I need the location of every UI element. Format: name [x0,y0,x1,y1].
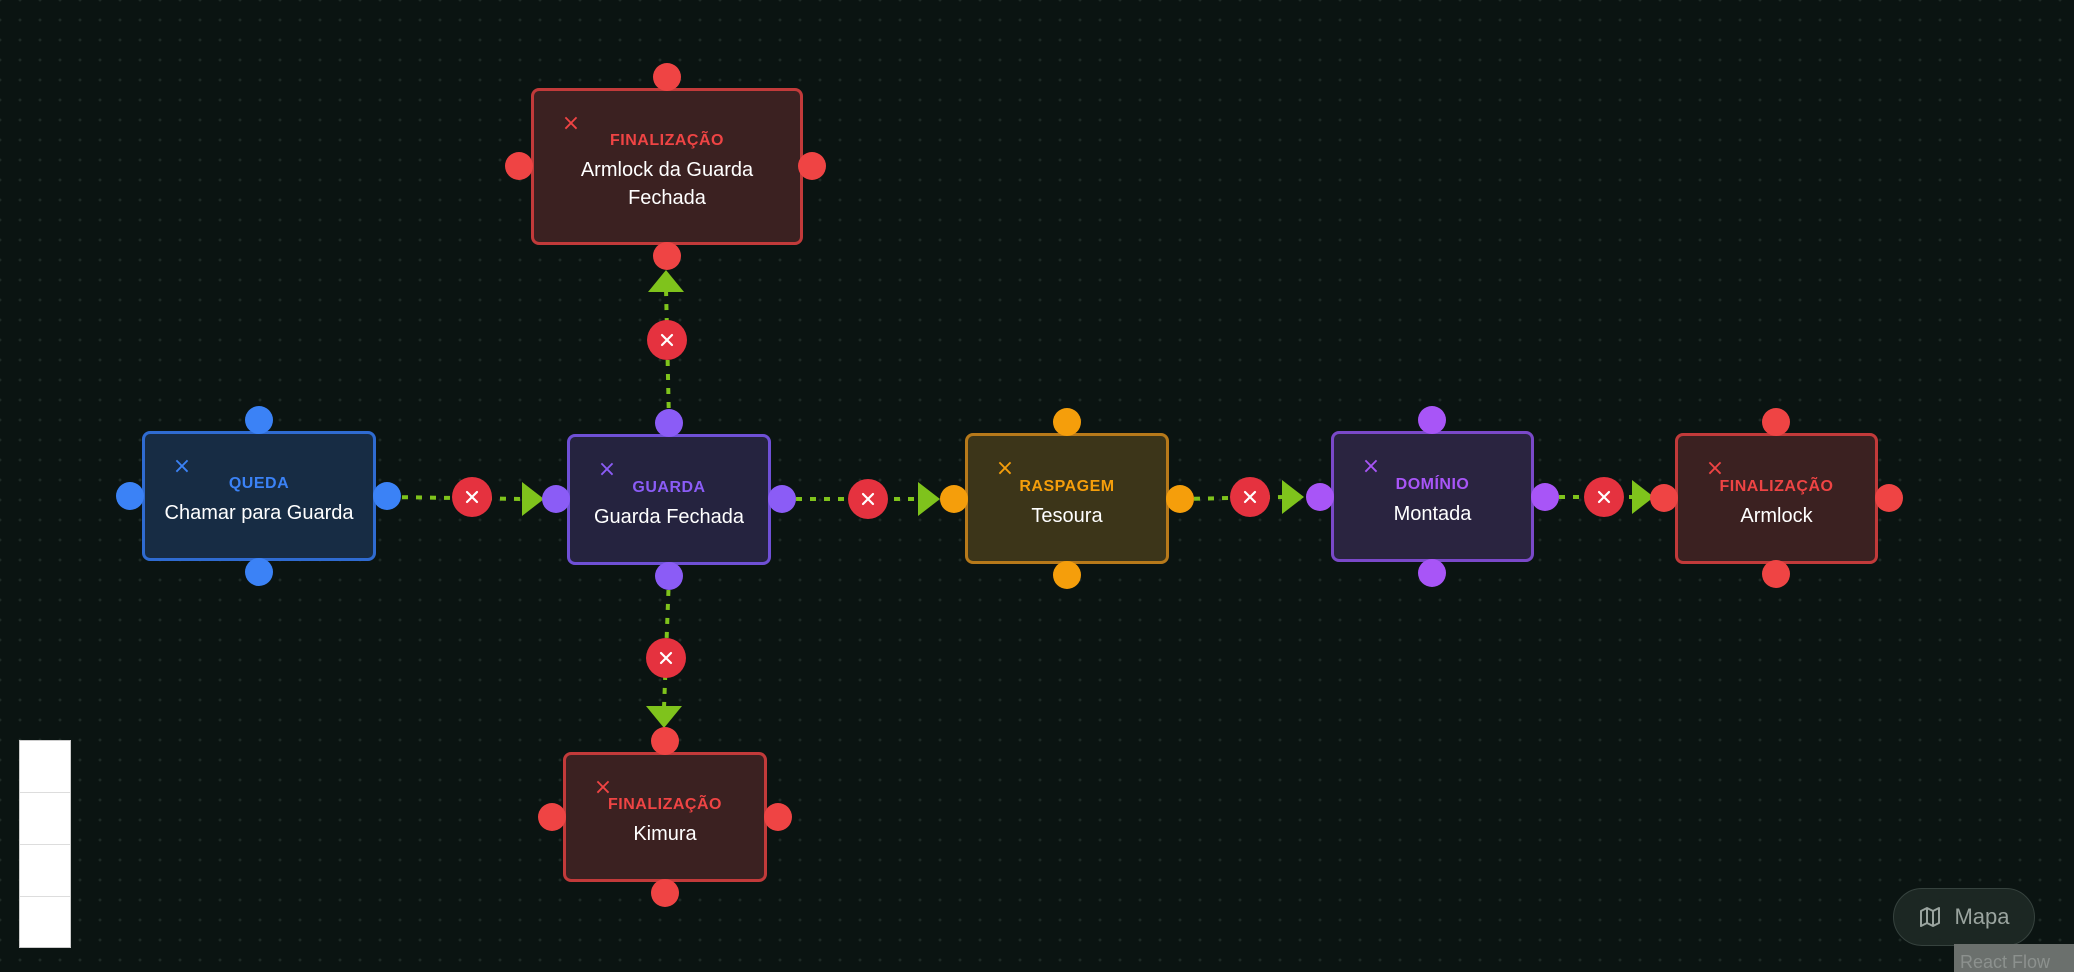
node-title: Armlock da Guarda Fechada [580,158,754,209]
handle-top[interactable] [653,63,681,91]
controls-panel [19,740,71,948]
arrow-head [646,706,682,728]
close-icon[interactable]: × [1705,456,1725,481]
edge-delete-button[interactable] [1584,477,1624,517]
handle-top[interactable] [1762,408,1790,436]
handle-left[interactable] [1650,484,1678,512]
map-toggle-button[interactable]: Mapa [1893,888,2035,946]
handle-top[interactable] [1053,408,1081,436]
handle-bottom[interactable] [1053,561,1081,589]
handle-bottom[interactable] [651,879,679,907]
close-icon [465,490,479,504]
handle-bottom[interactable] [1418,559,1446,587]
arrow-head [648,270,684,292]
node-title: Montada [1393,502,1472,525]
node-type-label: FINALIZAÇÃO [608,796,722,813]
node-type-label: FINALIZAÇÃO [1719,477,1834,495]
handle-bottom[interactable] [245,558,273,586]
handle-right[interactable] [373,482,401,510]
controls-button[interactable] [20,793,70,845]
handle-right[interactable] [1531,483,1559,511]
node-dominio-montada[interactable]: × DOMÍNIO Montada [1331,431,1534,562]
node-title: Armlock [1740,504,1813,527]
node-queda-chamar-para-guarda[interactable]: × QUEDA Chamar para Guarda [142,431,376,561]
handle-top[interactable] [651,727,679,755]
handle-top[interactable] [655,409,683,437]
close-icon [1243,490,1257,504]
close-icon[interactable]: × [1361,454,1381,479]
handle-left[interactable] [940,485,968,513]
node-title: Guarda Fechada [593,505,745,528]
close-icon[interactable]: × [172,454,192,479]
map-button-label: Mapa [1954,904,2010,929]
node-type-label: GUARDA [632,478,706,496]
edge-delete-button[interactable] [646,638,686,678]
close-icon [861,492,875,506]
controls-button[interactable] [20,897,70,949]
handle-left[interactable] [538,803,566,831]
edge-delete-button[interactable] [452,477,492,517]
handle-right[interactable] [768,485,796,513]
node-title: Kimura [633,823,697,845]
handle-left[interactable] [542,485,570,513]
node-raspagem-tesoura[interactable]: × RASPAGEM Tesoura [965,433,1169,564]
arrow-head [1282,480,1304,514]
node-type-label: RASPAGEM [1019,477,1115,495]
node-guarda-fechada[interactable]: × GUARDA Guarda Fechada [567,434,771,565]
handle-right[interactable] [798,152,826,180]
close-icon[interactable]: × [593,775,613,800]
map-icon [1920,907,1941,927]
handle-right[interactable] [764,803,792,831]
handle-left[interactable] [1306,483,1334,511]
handle-bottom[interactable] [655,562,683,590]
handle-bottom[interactable] [653,242,681,270]
close-icon[interactable]: × [995,456,1015,481]
node-finalizacao-armlock-guarda-fechada[interactable]: × FINALIZAÇÃO Armlock da Guarda Fechada [531,88,803,245]
handle-left[interactable] [505,152,533,180]
node-type-label: QUEDA [228,475,290,492]
node-finalizacao-kimura[interactable]: × FINALIZAÇÃO Kimura [563,752,767,882]
attribution-link[interactable]: React Flow [1954,944,2074,972]
node-finalizacao-armlock[interactable]: × FINALIZAÇÃO Armlock [1675,433,1878,564]
controls-button[interactable] [20,741,70,793]
edge-delete-button[interactable] [1230,477,1270,517]
arrow-head [1632,480,1654,514]
handle-right[interactable] [1875,484,1903,512]
node-type-label: FINALIZAÇÃO [610,131,724,149]
edge-delete-button[interactable] [647,320,687,360]
close-icon[interactable]: × [561,111,581,136]
node-type-label: DOMÍNIO [1395,475,1470,493]
node-title: Chamar para Guarda [164,502,354,524]
close-icon [660,333,674,347]
handle-left[interactable] [116,482,144,510]
controls-button[interactable] [20,845,70,897]
close-icon [659,651,673,665]
handle-bottom[interactable] [1762,560,1790,588]
close-icon [1597,490,1611,504]
arrow-head [522,482,544,516]
handle-right[interactable] [1166,485,1194,513]
close-icon[interactable]: × [597,457,617,482]
handle-top[interactable] [245,406,273,434]
arrow-head [918,482,940,516]
node-title: Tesoura [1031,504,1103,527]
handle-top[interactable] [1418,406,1446,434]
edge-delete-button[interactable] [848,479,888,519]
